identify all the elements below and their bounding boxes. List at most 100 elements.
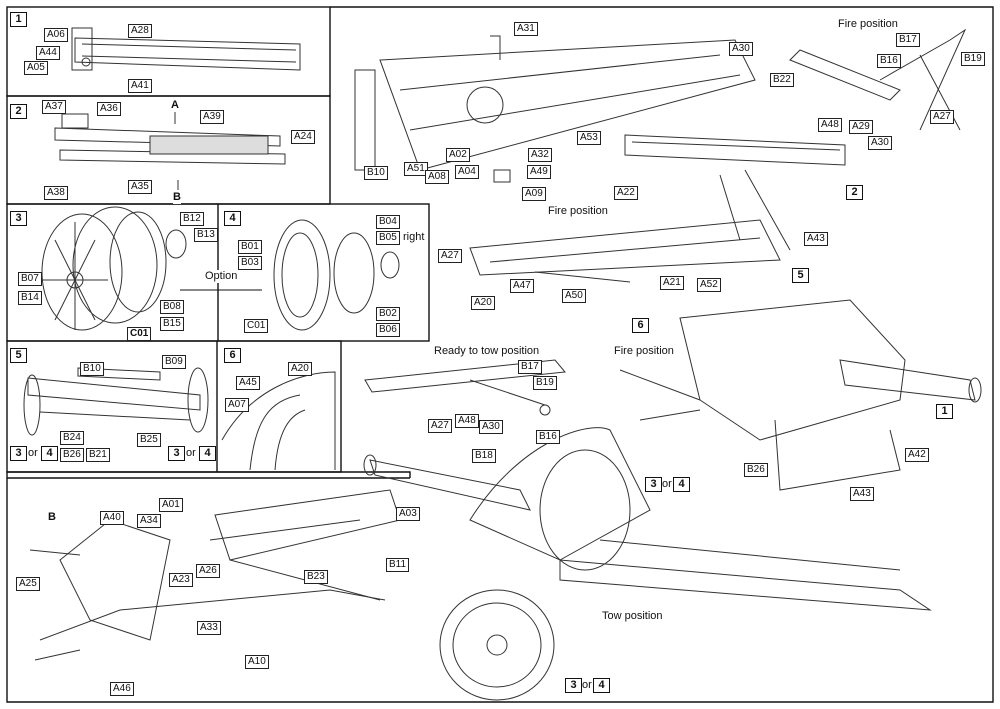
wheel-ref-4-a: 4 xyxy=(41,446,58,461)
callout-b10-a: B10 xyxy=(80,362,104,376)
callout-b16-a: B16 xyxy=(877,54,901,68)
wheel-ref-3-c: 3 xyxy=(645,477,662,492)
callout-a34: A34 xyxy=(137,514,161,528)
callout-a30-b: A30 xyxy=(868,136,892,150)
callout-c01-a: C01 xyxy=(127,327,152,341)
callout-a37: A37 xyxy=(42,100,66,114)
panel-frames xyxy=(6,6,994,703)
callout-a53: A53 xyxy=(577,131,601,145)
callout-a36: A36 xyxy=(97,102,121,116)
caption-fire-position-right: Fire position xyxy=(614,345,674,358)
wheel-ref-3-a: 3 xyxy=(10,446,27,461)
callout-b11: B11 xyxy=(386,558,410,572)
callout-a43-b: A43 xyxy=(850,487,874,501)
arrow-label-b: B xyxy=(173,191,181,204)
callout-b26-a: B26 xyxy=(60,448,84,462)
part-cradle-mid xyxy=(624,134,846,166)
part-cradle-section xyxy=(54,112,286,190)
callout-b07: B07 xyxy=(18,272,42,286)
callout-a32: A32 xyxy=(528,148,552,162)
callout-a22: A22 xyxy=(614,186,638,200)
callout-b23: B23 xyxy=(304,570,328,584)
callout-b14: B14 xyxy=(18,291,42,305)
callout-a20-a: A20 xyxy=(288,362,312,376)
callout-c01-b: C01 xyxy=(244,319,269,333)
callout-a08: A08 xyxy=(425,170,449,184)
callout-a33: A33 xyxy=(197,621,221,635)
callout-a41: A41 xyxy=(128,79,152,93)
callout-b17-a: B17 xyxy=(896,33,920,47)
wheel-ref-3-d: 3 xyxy=(565,678,582,693)
callout-a47: A47 xyxy=(510,279,534,293)
callout-a23: A23 xyxy=(169,573,193,587)
section-6-ref-number: 6 xyxy=(632,318,649,333)
callout-a03: A03 xyxy=(396,507,420,521)
section-2-number: 2 xyxy=(10,104,27,119)
callout-b09: B09 xyxy=(162,355,186,369)
callout-a09: A09 xyxy=(522,187,546,201)
callout-b26-b: B26 xyxy=(744,463,768,477)
callout-a44: A44 xyxy=(36,46,60,60)
callout-a01: A01 xyxy=(159,498,183,512)
callout-a27-b: A27 xyxy=(438,249,462,263)
arrow-label-b-bottom: B xyxy=(48,511,56,524)
callout-a10: A10 xyxy=(245,655,269,669)
wheel-ref-4-b: 4 xyxy=(199,446,216,461)
callout-a29: A29 xyxy=(849,120,873,134)
or-text-b: or xyxy=(186,447,196,459)
callout-b25: B25 xyxy=(137,433,161,447)
part-wheel-option-a xyxy=(41,206,187,331)
callout-b17-b: B17 xyxy=(518,360,542,374)
part-wheel-option-b xyxy=(273,219,400,331)
callout-a43-a: A43 xyxy=(804,232,828,246)
callout-a21: A21 xyxy=(660,276,684,290)
callout-a40: A40 xyxy=(100,511,124,525)
part-barrel-cradle xyxy=(71,27,301,71)
callout-a07-a: A07 xyxy=(225,398,249,412)
callout-a35: A35 xyxy=(128,180,152,194)
callout-a52: A52 xyxy=(697,278,721,292)
callout-b18: B18 xyxy=(472,449,496,463)
caption-fire-position-mid: Fire position xyxy=(548,205,608,218)
wheel-ref-3-b: 3 xyxy=(168,446,185,461)
callout-b16-b: B16 xyxy=(536,430,560,444)
callout-b19-b: B19 xyxy=(533,376,557,390)
section-6-number: 6 xyxy=(224,348,241,363)
caption-tow-position: Tow position xyxy=(602,610,663,623)
section-1-number: 1 xyxy=(10,12,27,27)
callout-a06: A06 xyxy=(44,28,68,42)
caption-option: Option xyxy=(205,270,238,283)
caption-ready-to-tow: Ready to tow position xyxy=(434,345,540,358)
wheel-ref-4-c: 4 xyxy=(673,477,690,492)
callout-a42: A42 xyxy=(905,448,929,462)
section-3-number: 3 xyxy=(10,211,27,226)
callout-b01: B01 xyxy=(238,240,262,254)
caption-fire-position-top: Fire position xyxy=(838,18,898,31)
or-text-c: or xyxy=(662,478,672,490)
callout-b05: B05 xyxy=(376,231,400,245)
callout-b21: B21 xyxy=(86,448,110,462)
section-2-ref-number: 2 xyxy=(846,185,863,200)
part-gun-tow-assembled xyxy=(363,427,932,701)
part-carriage-top xyxy=(354,35,756,183)
callout-b15: B15 xyxy=(160,317,184,331)
callout-a27-c: A27 xyxy=(428,419,452,433)
callout-a45: A45 xyxy=(236,376,260,390)
or-text-d: or xyxy=(582,679,592,691)
callout-a24: A24 xyxy=(291,130,315,144)
callout-b19-a: B19 xyxy=(961,52,985,66)
callout-b03: B03 xyxy=(238,256,262,270)
callout-a30-c: A30 xyxy=(479,420,503,434)
callout-a30-a: A30 xyxy=(729,42,753,56)
callout-a04: A04 xyxy=(455,165,479,179)
callout-a05: A05 xyxy=(24,61,48,75)
callout-b02: B02 xyxy=(376,307,400,321)
part-axle-assembly xyxy=(23,367,209,436)
callout-a28: A28 xyxy=(128,24,152,38)
callout-a46: A46 xyxy=(110,682,134,696)
callout-b24: B24 xyxy=(60,431,84,445)
part-trail-fire-mid xyxy=(469,169,791,283)
callout-a49: A49 xyxy=(527,165,551,179)
